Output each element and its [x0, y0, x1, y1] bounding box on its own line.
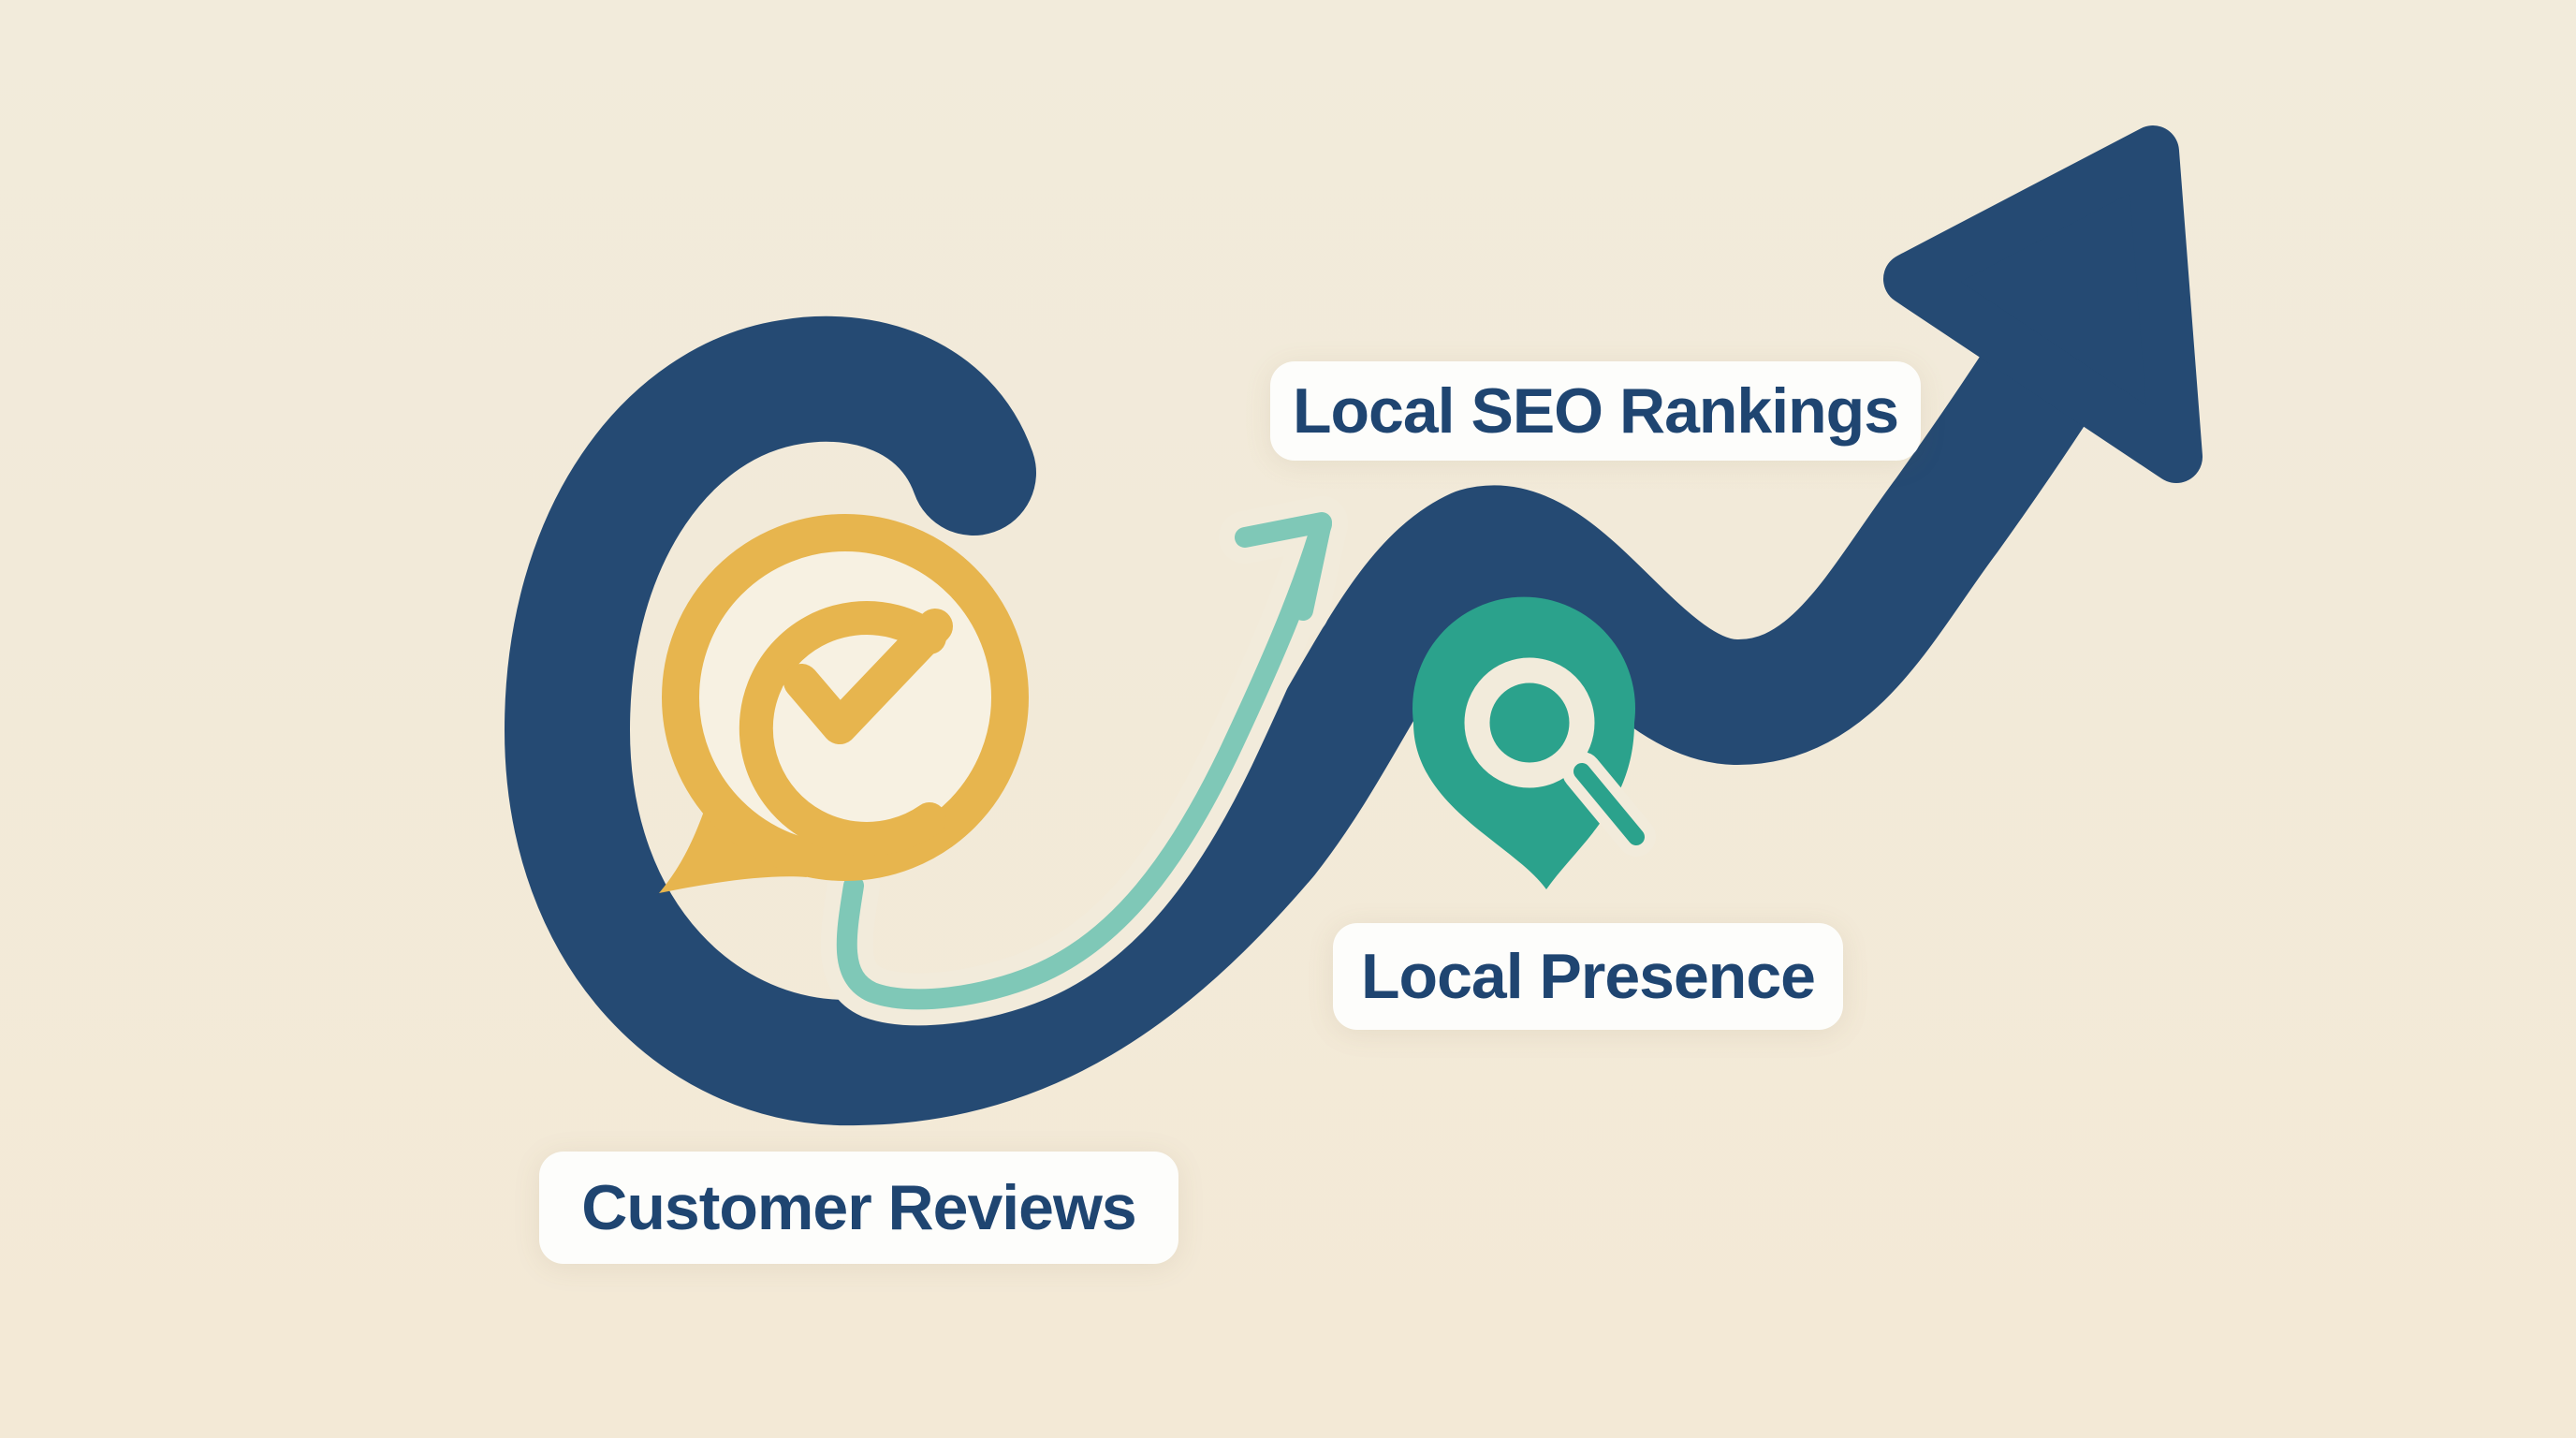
location-pin-icon [1412, 596, 1635, 889]
trend-arrow-icon [836, 512, 1332, 1010]
growth-swoosh-arrow [505, 315, 2103, 1126]
inner-circle-arc [739, 601, 946, 856]
growth-arrow-head-icon [1883, 125, 2203, 483]
magnifier-lens-icon [1464, 657, 1595, 788]
magnifier-handle-icon [1573, 763, 1645, 845]
label-local-seo-rankings: Local SEO Rankings [1270, 361, 1921, 461]
label-local-presence: Local Presence [1333, 923, 1843, 1030]
check-icon [783, 609, 953, 744]
location-pin-search-icon [1412, 596, 1656, 889]
speech-bubble-check-icon [659, 514, 1029, 893]
speech-bubble-outline [662, 514, 1029, 881]
label-customer-reviews: Customer Reviews [539, 1152, 1178, 1264]
